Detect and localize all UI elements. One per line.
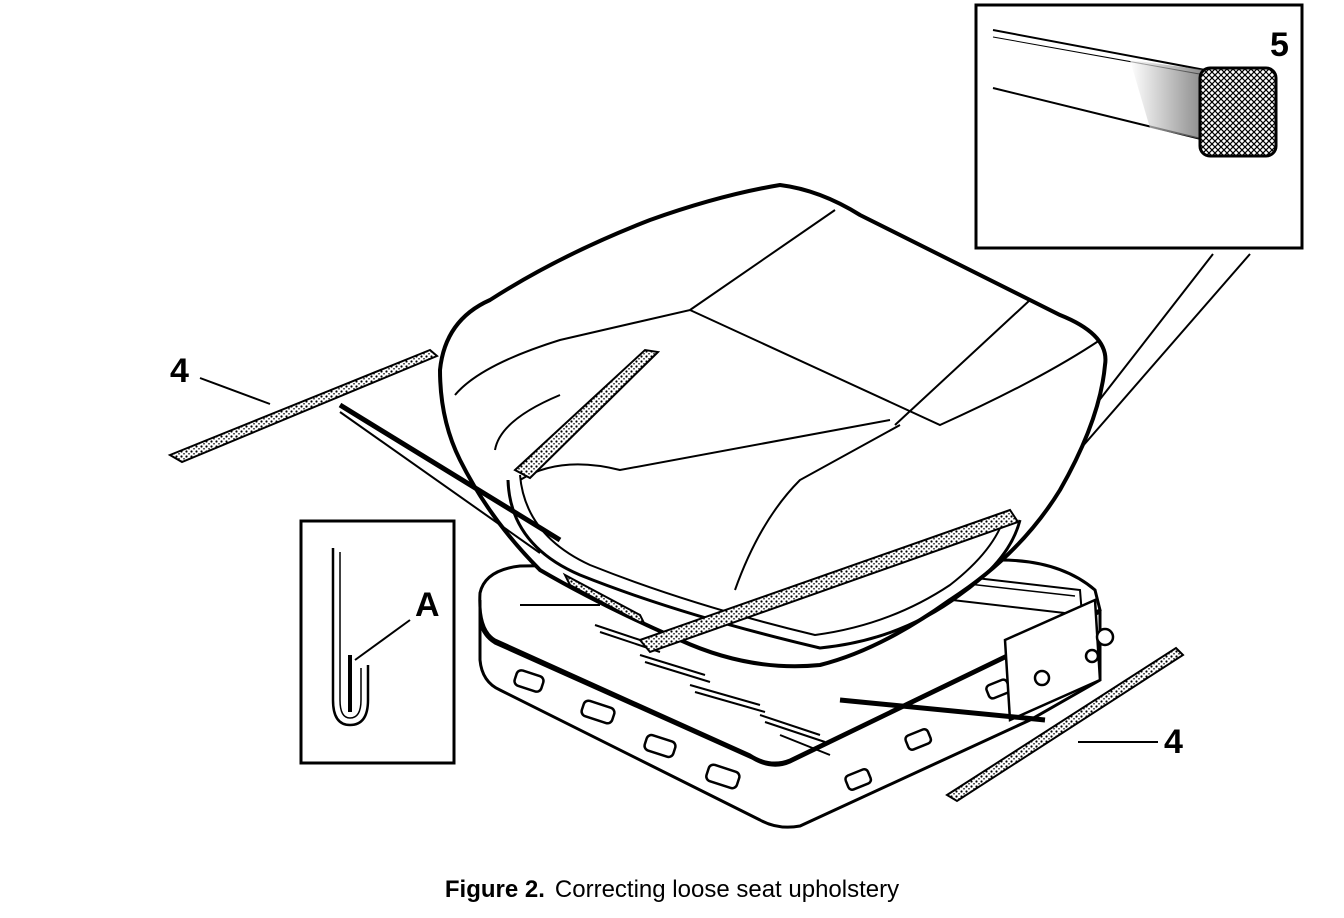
callout-4-left: 4 <box>170 352 189 390</box>
frame-hardware <box>1003 598 1115 722</box>
detail-5-inset <box>974 3 1304 250</box>
callout-5: 5 <box>1270 26 1289 64</box>
frame-springs <box>520 604 831 756</box>
frame-slots <box>513 669 1011 791</box>
callout-4-right: 4 <box>1164 723 1183 761</box>
fastener-pad <box>1198 66 1278 158</box>
figure-caption-text: Correcting loose seat upholstery <box>554 876 900 903</box>
strip-4-right <box>945 646 1185 803</box>
cushion-hook-strips <box>513 348 1020 654</box>
figure-number: Figure 2. <box>444 876 545 903</box>
callout-a: A <box>415 586 440 624</box>
strip-guide-lines <box>338 402 1046 723</box>
strip-4-left <box>167 348 439 464</box>
detail-a-inset <box>299 519 456 765</box>
figure-caption: Figure 2. Correcting loose seat upholster… <box>0 876 1344 904</box>
